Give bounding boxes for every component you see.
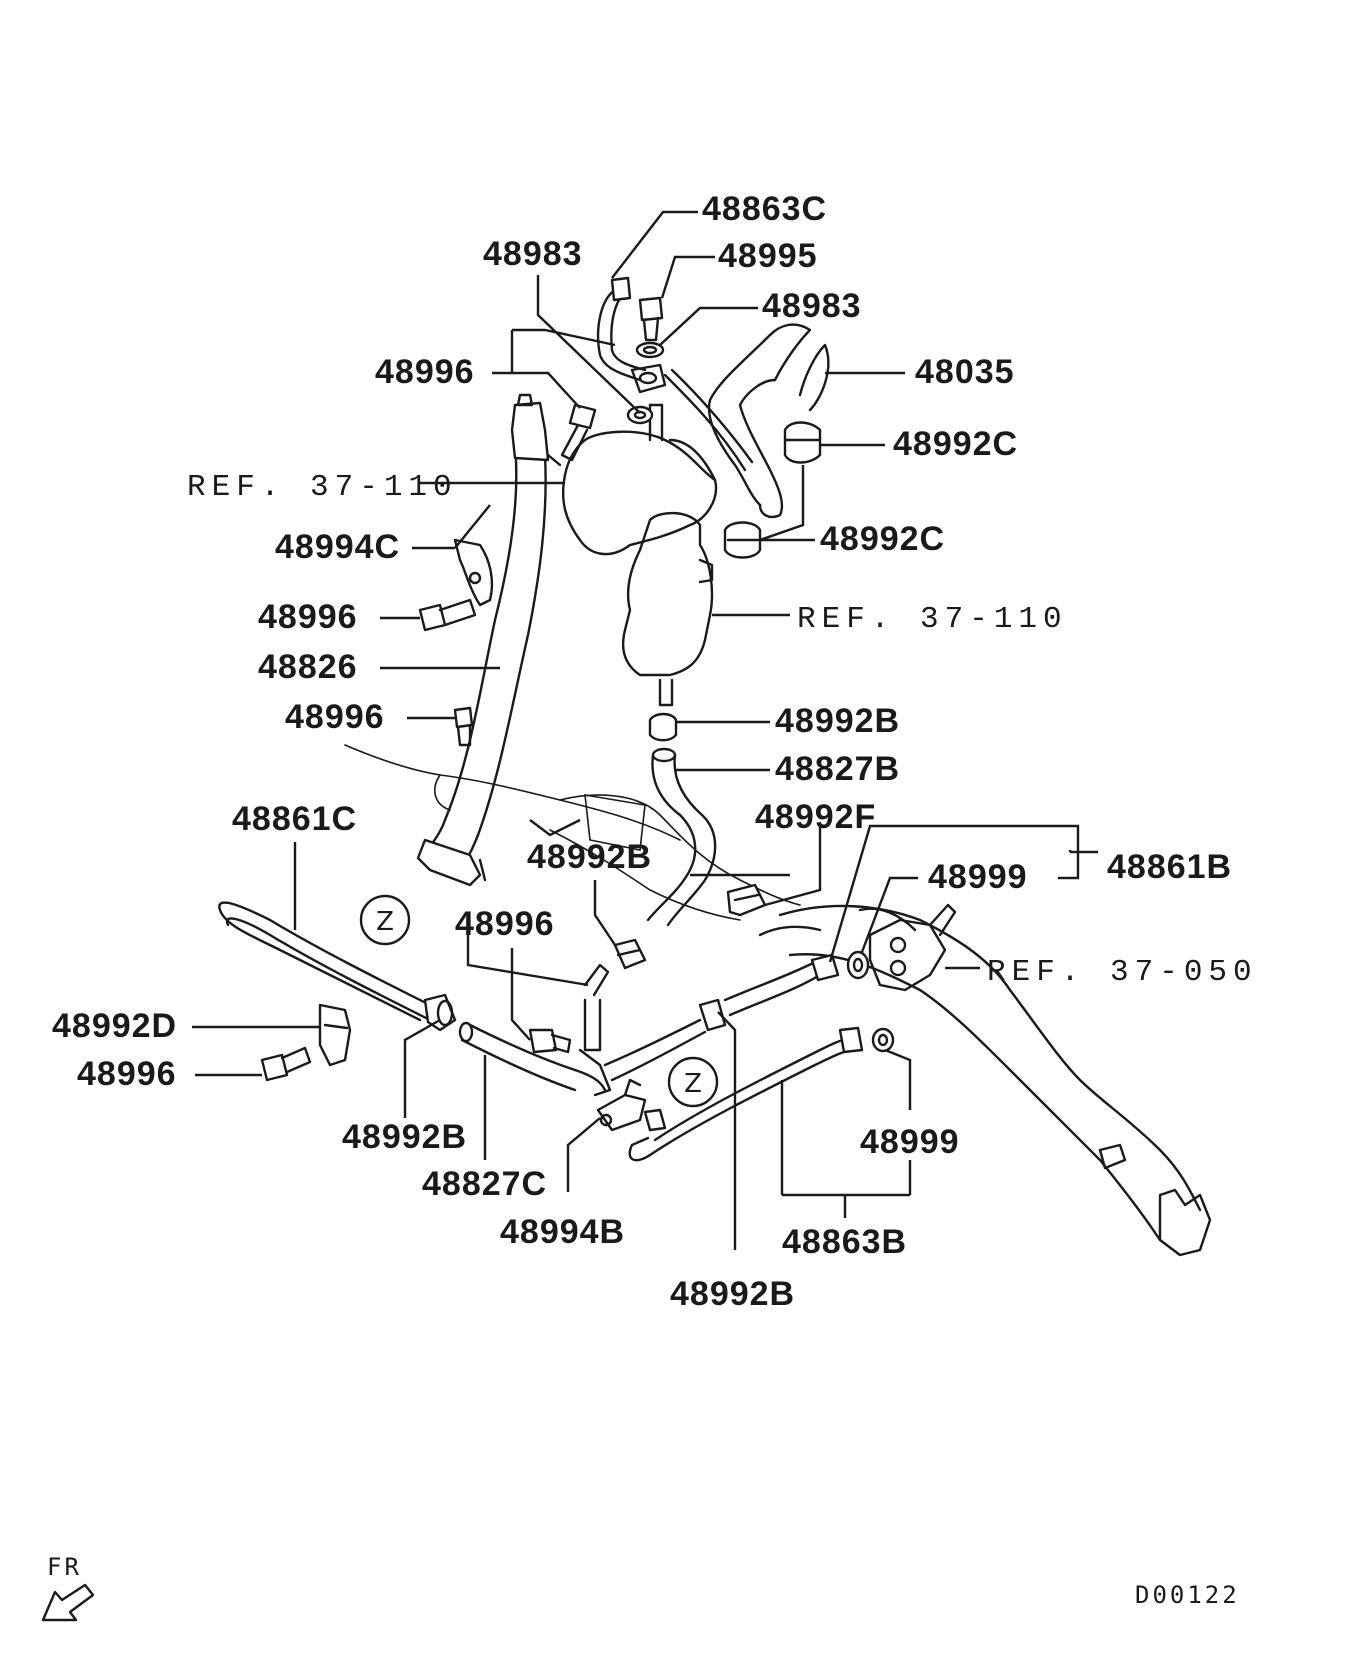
bolt-48996-top (560, 403, 597, 462)
z-marker-upper-text: Z (376, 907, 394, 937)
label-48863b: 48863B (782, 1223, 907, 1261)
clamp-48992c-lower (723, 521, 762, 559)
direction-text: FR (47, 1553, 82, 1581)
front-arrow-icon (41, 1583, 95, 1622)
bolt-48996-left (260, 1046, 312, 1082)
part-labels: 48863C 48983 48995 48983 48035 48996 489… (52, 190, 1258, 1313)
label-48827c: 48827C (422, 1165, 547, 1203)
label-48994c: 48994C (275, 528, 400, 566)
label-48992f: 48992F (755, 798, 876, 836)
z-marker-upper: Z (359, 894, 411, 946)
label-48035: 48035 (915, 353, 1015, 391)
hose-48827b (646, 712, 717, 927)
diagram-code: D00122 (1135, 1581, 1240, 1609)
label-48992d: 48992D (52, 1007, 177, 1045)
label-48863c-top: 48863C (702, 190, 827, 228)
bracket-48994b (596, 1078, 647, 1132)
reservoir-tank (621, 511, 714, 707)
label-48827b: 48827B (775, 750, 900, 788)
label-48996-e: 48996 (77, 1055, 177, 1093)
washer-48999-upper (846, 950, 870, 980)
washer-48999-lower (871, 1027, 895, 1053)
label-48992b-d: 48992B (670, 1275, 795, 1313)
label-48983-a: 48983 (483, 235, 583, 273)
label-48992b-c: 48992B (342, 1118, 467, 1156)
parts-drawing: Z Z (218, 276, 1212, 1257)
label-48995: 48995 (718, 237, 818, 275)
label-48992c-b: 48992C (820, 520, 945, 558)
label-48999-b: 48999 (860, 1123, 960, 1161)
bolt-48996-lower (453, 706, 474, 747)
leader-lines (192, 210, 1098, 1250)
z-marker-lower-text: Z (684, 1069, 702, 1099)
label-48996-b: 48996 (258, 598, 358, 636)
clamp-48992c-upper (783, 421, 822, 464)
label-48996-d: 48996 (455, 905, 555, 943)
label-48999-a: 48999 (928, 858, 1028, 896)
hose-48827c (458, 1021, 607, 1092)
bolt-48996-center (528, 1028, 572, 1054)
label-48996-a: 48996 (375, 353, 475, 391)
label-48826: 48826 (258, 648, 358, 686)
label-48992b-b: 48992B (527, 838, 652, 876)
label-48861c: 48861C (232, 800, 357, 838)
label-48996-c: 48996 (285, 698, 385, 736)
hose-48035 (707, 323, 830, 519)
z-marker-lower: Z (667, 1056, 719, 1108)
label-ref-37-110-a: REF. 37-110 (187, 470, 458, 505)
steering-gear-body (758, 903, 1212, 1257)
label-48983-b: 48983 (762, 287, 862, 325)
union-bolt-48995 (626, 296, 667, 425)
clamp-48992b-mid (613, 938, 647, 970)
clamp-48992f (726, 883, 767, 917)
pipe-48861c (218, 901, 457, 1032)
pipe-fitting-center (578, 963, 612, 1097)
label-48992c-a: 48992C (893, 425, 1018, 463)
clamp-48992d (318, 1003, 352, 1067)
label-48992b-a: 48992B (775, 702, 900, 740)
bracket-48994c (453, 538, 494, 607)
bolt-48996-mid (418, 598, 477, 632)
pipe-48863c (596, 276, 754, 472)
label-48994b: 48994B (500, 1213, 625, 1251)
pump-body (561, 403, 718, 556)
label-ref-37-110-b: REF. 37-110 (797, 602, 1068, 637)
direction-indicator: FR (41, 1553, 95, 1622)
pipe-48863b (603, 953, 864, 1162)
hose-48826 (416, 393, 562, 887)
label-48861b: 48861B (1107, 848, 1232, 886)
background-outline (344, 744, 801, 921)
label-ref-37-050: REF. 37-050 (987, 955, 1258, 990)
